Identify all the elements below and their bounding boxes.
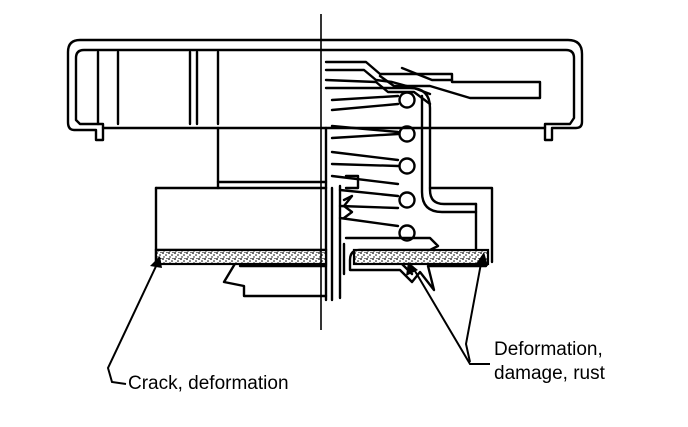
spring-coil bbox=[330, 94, 400, 102]
spring-coil bbox=[338, 204, 400, 210]
spring-coil-section bbox=[398, 157, 416, 175]
label-line-2: damage, rust bbox=[494, 363, 605, 384]
right-gasket bbox=[352, 248, 490, 266]
spring-coil bbox=[330, 132, 400, 140]
spring-housing bbox=[420, 94, 478, 214]
arrow-head bbox=[406, 262, 418, 276]
spring-coil bbox=[330, 150, 400, 162]
spring-coil bbox=[330, 174, 400, 186]
leader-line-right-a bbox=[411, 265, 490, 365]
cover-layer bbox=[324, 60, 542, 100]
spring-coil bbox=[330, 102, 400, 112]
spring-coil-section bbox=[398, 224, 416, 242]
spring-housing bbox=[428, 186, 494, 264]
spring-coil-section bbox=[398, 91, 416, 109]
spring-coil bbox=[330, 162, 400, 168]
spring-housing bbox=[324, 86, 478, 206]
stem-washer bbox=[344, 174, 360, 190]
arrow-head bbox=[476, 252, 488, 266]
cover-layer bbox=[400, 66, 454, 82]
lower-plug bbox=[222, 260, 328, 298]
stem-washer bbox=[342, 194, 354, 220]
spring-coil bbox=[330, 124, 400, 134]
spring-coil-section bbox=[398, 191, 416, 209]
spring-coil-section bbox=[398, 125, 416, 143]
label-line-1: Deformation, bbox=[494, 339, 603, 360]
cover-layer bbox=[324, 78, 432, 106]
leader-line-right-b bbox=[464, 257, 483, 363]
spring-coil bbox=[338, 188, 400, 198]
label-deformation-damage-rust: Deformation, damage, rust bbox=[494, 338, 605, 386]
arrow-head bbox=[150, 256, 162, 268]
spring-coil bbox=[338, 216, 400, 228]
cap-shell bbox=[66, 38, 584, 142]
leader-line-left bbox=[106, 261, 159, 385]
left-gasket bbox=[154, 248, 328, 266]
label-crack-deformation: Crack, deformation bbox=[128, 373, 289, 394]
